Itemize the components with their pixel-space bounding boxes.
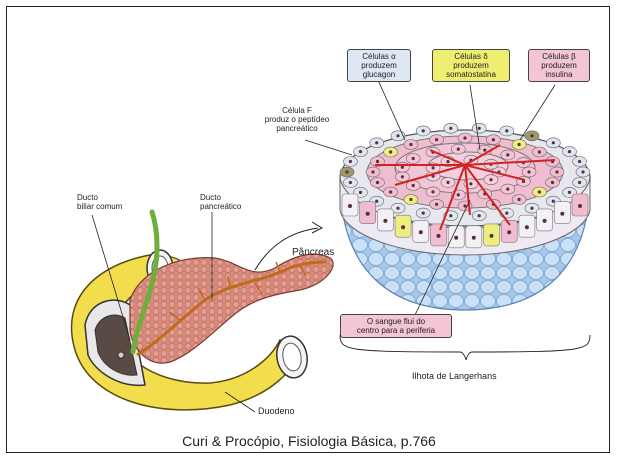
cell-nucleus [469,182,472,185]
duodenum-label: Duodeno [258,407,295,416]
cell-nucleus [376,160,379,163]
figure-caption: Curi & Procópio, Fisiologia Básica, p.76… [0,433,618,449]
cell-nucleus [506,153,509,156]
cell-nucleus [568,191,571,194]
cell-nucleus [409,143,412,146]
cell-nucleus [366,212,370,216]
cell-nucleus [396,134,399,137]
cell-nucleus [412,184,415,187]
cell-nucleus [446,160,449,163]
cell-nucleus [375,200,378,203]
cell-nucleus [555,170,558,173]
cell-nucleus [446,181,449,184]
cell-nucleus [432,166,435,169]
islet-bracket [340,335,590,360]
cell-nucleus [551,181,554,184]
cell-nucleus [505,212,508,215]
cell-nucleus [359,150,362,153]
cell-nucleus [348,204,352,208]
cell-nucleus [389,190,392,193]
cell-nucleus [478,214,481,217]
cell-nucleus [435,203,438,206]
cell-nucleus [581,170,584,173]
cell-nucleus [457,148,460,151]
cell-nucleus [409,198,412,201]
cell-nucleus [422,129,425,132]
cell-nucleus [449,127,452,130]
cell-nucleus [518,198,521,201]
cell-nucleus [560,212,564,216]
cell-nucleus [401,175,404,178]
cell-nucleus [483,149,486,152]
f-cell-label: Célula F produz o peptídeo pancreático [252,106,342,133]
cell-nucleus [568,150,571,153]
cell-nucleus [463,136,466,139]
cell-nucleus [359,191,362,194]
cell-nucleus [507,230,511,234]
cell-nucleus [454,236,458,240]
cell-nucleus [527,170,530,173]
cell-nucleus [401,225,405,229]
cell-nucleus [375,141,378,144]
cell-nucleus [543,219,547,223]
cell-nucleus [505,129,508,132]
cell-nucleus [552,200,555,203]
cell-nucleus [376,181,379,184]
cell-nucleus [525,225,529,229]
blood-flow-label: O sangue flui do centro para a periferia [340,314,452,338]
cell-nucleus [530,134,533,137]
cell-nucleus [538,150,541,153]
cell-nucleus [463,204,466,207]
cell-nucleus [345,170,348,173]
cell-nucleus [371,170,374,173]
cell-nucleus [490,234,494,238]
cell-nucleus [518,143,521,146]
pancreas-label: Pâncreas [292,248,334,257]
pancreatic-duct-label: Ducto pancreático [200,193,241,211]
cell-nucleus [419,230,423,234]
cell-nucleus [552,141,555,144]
cell-nucleus [472,236,476,240]
cell-nucleus [412,157,415,160]
cell-nucleus [435,138,438,141]
cell-nucleus [578,204,582,208]
cell-nucleus [478,127,481,130]
common-bile-duct-label: Ducto biliar comum [77,193,122,211]
cell-nucleus [489,178,492,181]
cell-nucleus [530,207,533,210]
cell-nucleus [437,234,441,238]
cell-nucleus [538,190,541,193]
islet-label: Ilhota de Langerhans [412,372,497,381]
cell-nucleus [431,190,434,193]
alpha-cells-label: Células α produzem glucagon [347,49,411,82]
cell-nucleus [506,188,509,191]
cell-nucleus [457,193,460,196]
cell-nucleus [349,160,352,163]
cell-nucleus [492,138,495,141]
delta-cells-label: Células δ produzem somatostatina [432,49,510,82]
beta-cells-label: Células β produzem insulina [528,49,590,82]
cell-nucleus [383,219,387,223]
cell-nucleus [578,160,581,163]
cell-nucleus [389,150,392,153]
cell-nucleus [401,166,404,169]
cell-nucleus [396,207,399,210]
cell-nucleus [349,181,352,184]
cell-nucleus [578,181,581,184]
cell-nucleus [449,214,452,217]
cell-nucleus [422,212,425,215]
